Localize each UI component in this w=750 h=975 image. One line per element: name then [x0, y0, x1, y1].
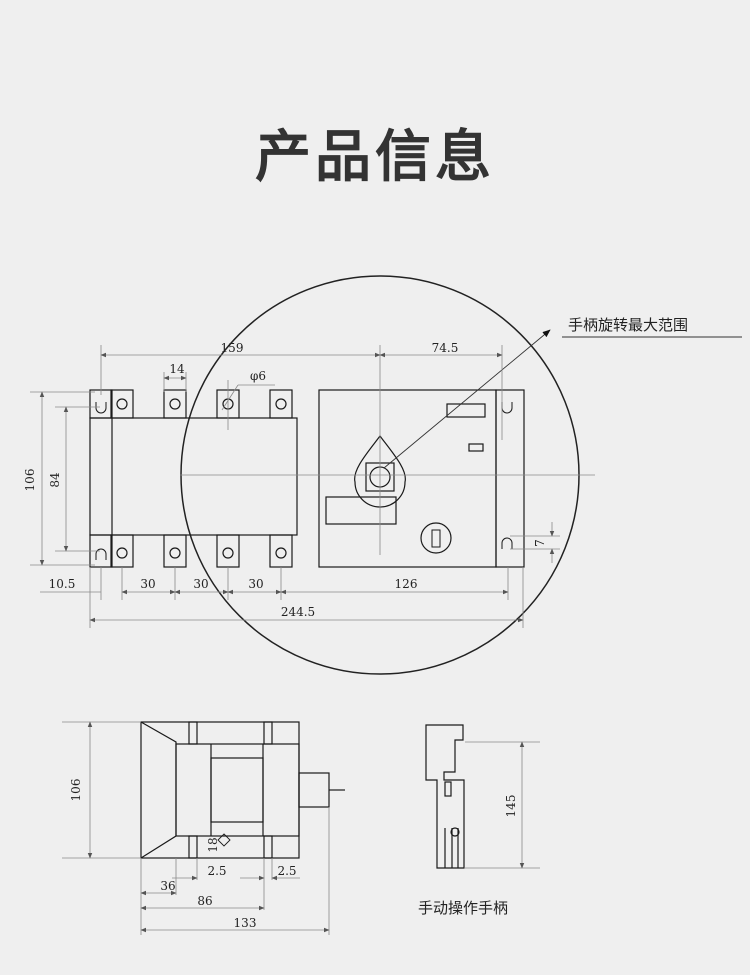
dim-30-a: 30	[140, 577, 155, 591]
top-terminals	[110, 389, 293, 419]
dim-2-5-a: 2.5	[207, 864, 226, 878]
dim-18: 18	[206, 837, 220, 852]
manual-handle-label: 手动操作手柄	[418, 899, 508, 917]
side-view	[140, 721, 345, 859]
dim-133: 133	[234, 916, 257, 930]
dim-145: 145	[504, 795, 518, 818]
dim-2-5-b: 2.5	[277, 864, 296, 878]
dim-86: 86	[197, 894, 212, 908]
dim-10-5: 10.5	[49, 577, 76, 591]
main-body	[89, 417, 298, 536]
label-plate	[325, 496, 397, 525]
handle-rotation-range-label: 手柄旋转最大范围	[568, 316, 688, 334]
handle-view	[425, 724, 465, 869]
page-title: 产品信息	[255, 125, 495, 190]
dim-126: 126	[395, 577, 418, 591]
dim-7: 7	[533, 539, 547, 547]
dim-106-side: 106	[69, 779, 83, 802]
dim-244-5: 244.5	[281, 605, 315, 619]
dim-14: 14	[169, 362, 185, 376]
dim-30-b: 30	[193, 577, 208, 591]
dim-106-front: 106	[23, 469, 37, 492]
dim-84: 84	[48, 472, 62, 488]
lock-knob	[420, 522, 452, 554]
dim-74-5: 74.5	[432, 341, 459, 355]
indicator-window	[446, 403, 486, 418]
dim-30-c: 30	[248, 577, 263, 591]
dim-36: 36	[160, 879, 175, 893]
dim-phi6: φ6	[250, 369, 266, 383]
dim-159: 159	[221, 341, 244, 355]
